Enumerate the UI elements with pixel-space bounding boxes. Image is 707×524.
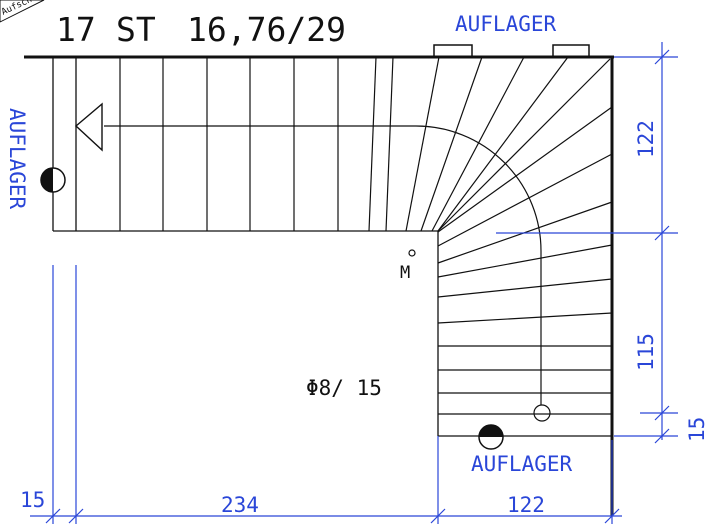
circle-icon [533,404,551,422]
center-mark-label: M [400,263,410,283]
winder-line [437,312,613,324]
winder-line [437,153,613,247]
dimension-right-upper: 122 [634,120,658,158]
auflager-left-label: AUFLAGER [5,108,29,210]
winder-line [437,106,613,233]
auflager-top-label: AUFLAGER [455,12,557,36]
straight-treads [119,56,377,232]
winder-line [437,244,613,278]
center-point-icon [408,249,416,257]
winder-line [431,56,525,232]
winder-line [420,56,483,232]
bottom-dimension-chain [30,265,622,524]
handrail-spec: Φ8/ 15 [306,376,382,400]
corner-stamp: Aufsch [0,0,45,23]
winder-line [437,278,613,298]
winder-line [405,56,440,232]
winder-line [437,56,569,232]
walk-direction-arrow-icon [74,102,103,152]
lower-treads [438,345,612,415]
stair-outline [24,55,614,516]
support-block-left [433,44,473,58]
center-mark: M [400,249,416,283]
top-support-blocks [433,44,590,58]
dimension-bottom-middle: 234 [221,493,259,517]
tread-line [368,56,377,232]
dimension-bottom-right: 122 [507,493,545,517]
title-unit: ST [116,10,156,49]
support-block-right [552,44,590,58]
half-filled-circle-icon [478,424,504,450]
winder-line [437,58,611,232]
title: 17 ST 16,76/29 [56,10,346,49]
right-dimension-chain [496,42,678,444]
dimension-right-middle: 115 [634,333,658,371]
winder-treads [385,56,613,324]
title-steps: 17 [56,10,96,49]
winder-line [385,56,394,232]
walking-line [74,102,551,422]
half-filled-circle-icon [40,167,66,193]
dimension-right-lower: 15 [685,417,707,442]
title-rise-run: 16,76/29 [187,10,346,49]
auflager-bottom-label: AUFLAGER [471,452,573,476]
dimension-bottom-left: 15 [20,488,45,512]
